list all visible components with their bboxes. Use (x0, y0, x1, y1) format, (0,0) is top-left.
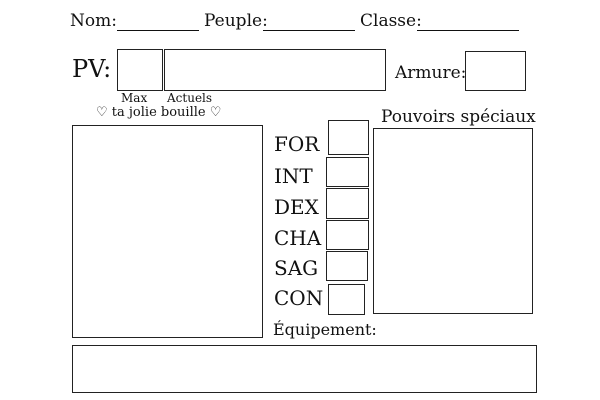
stat-box-cha[interactable] (326, 220, 369, 250)
stat-box-int[interactable] (326, 157, 369, 187)
classe-field[interactable] (417, 30, 519, 31)
stat-box-for[interactable] (328, 120, 369, 155)
portrait-caption-text: ta jolie bouille (111, 105, 206, 120)
pv-max-label: Max (121, 91, 148, 105)
stat-label-for: FOR (274, 132, 320, 156)
stat-label-int: INT (274, 164, 313, 188)
pv-max-box[interactable] (117, 49, 163, 91)
equipment-box[interactable] (72, 345, 537, 393)
portrait-box[interactable] (72, 125, 263, 338)
stat-box-con[interactable] (328, 284, 365, 315)
pv-current-label: Actuels (167, 91, 213, 105)
pv-label: PV: (72, 55, 112, 83)
peuple-field[interactable] (263, 30, 355, 31)
portrait-caption: ♡ ta jolie bouille ♡ (96, 105, 221, 121)
pv-current-box[interactable] (164, 49, 386, 91)
powers-box[interactable] (373, 128, 533, 314)
armure-box[interactable] (465, 51, 526, 91)
armure-label: Armure: (395, 63, 467, 83)
stat-box-sag[interactable] (326, 251, 368, 281)
nom-field[interactable] (117, 30, 199, 31)
heart-left-icon: ♡ (96, 105, 108, 120)
stat-label-con: CON (274, 286, 324, 310)
classe-label: Classe: (360, 11, 422, 31)
equipment-label: Équipement: (273, 320, 377, 339)
heart-right-icon: ♡ (209, 105, 222, 120)
stat-label-cha: CHA (274, 226, 322, 250)
stat-label-sag: SAG (274, 256, 319, 280)
powers-label: Pouvoirs spéciaux (381, 107, 536, 127)
peuple-label: Peuple: (204, 11, 268, 31)
stat-label-dex: DEX (274, 195, 319, 219)
nom-label: Nom: (70, 11, 117, 31)
stat-box-dex[interactable] (326, 188, 369, 219)
